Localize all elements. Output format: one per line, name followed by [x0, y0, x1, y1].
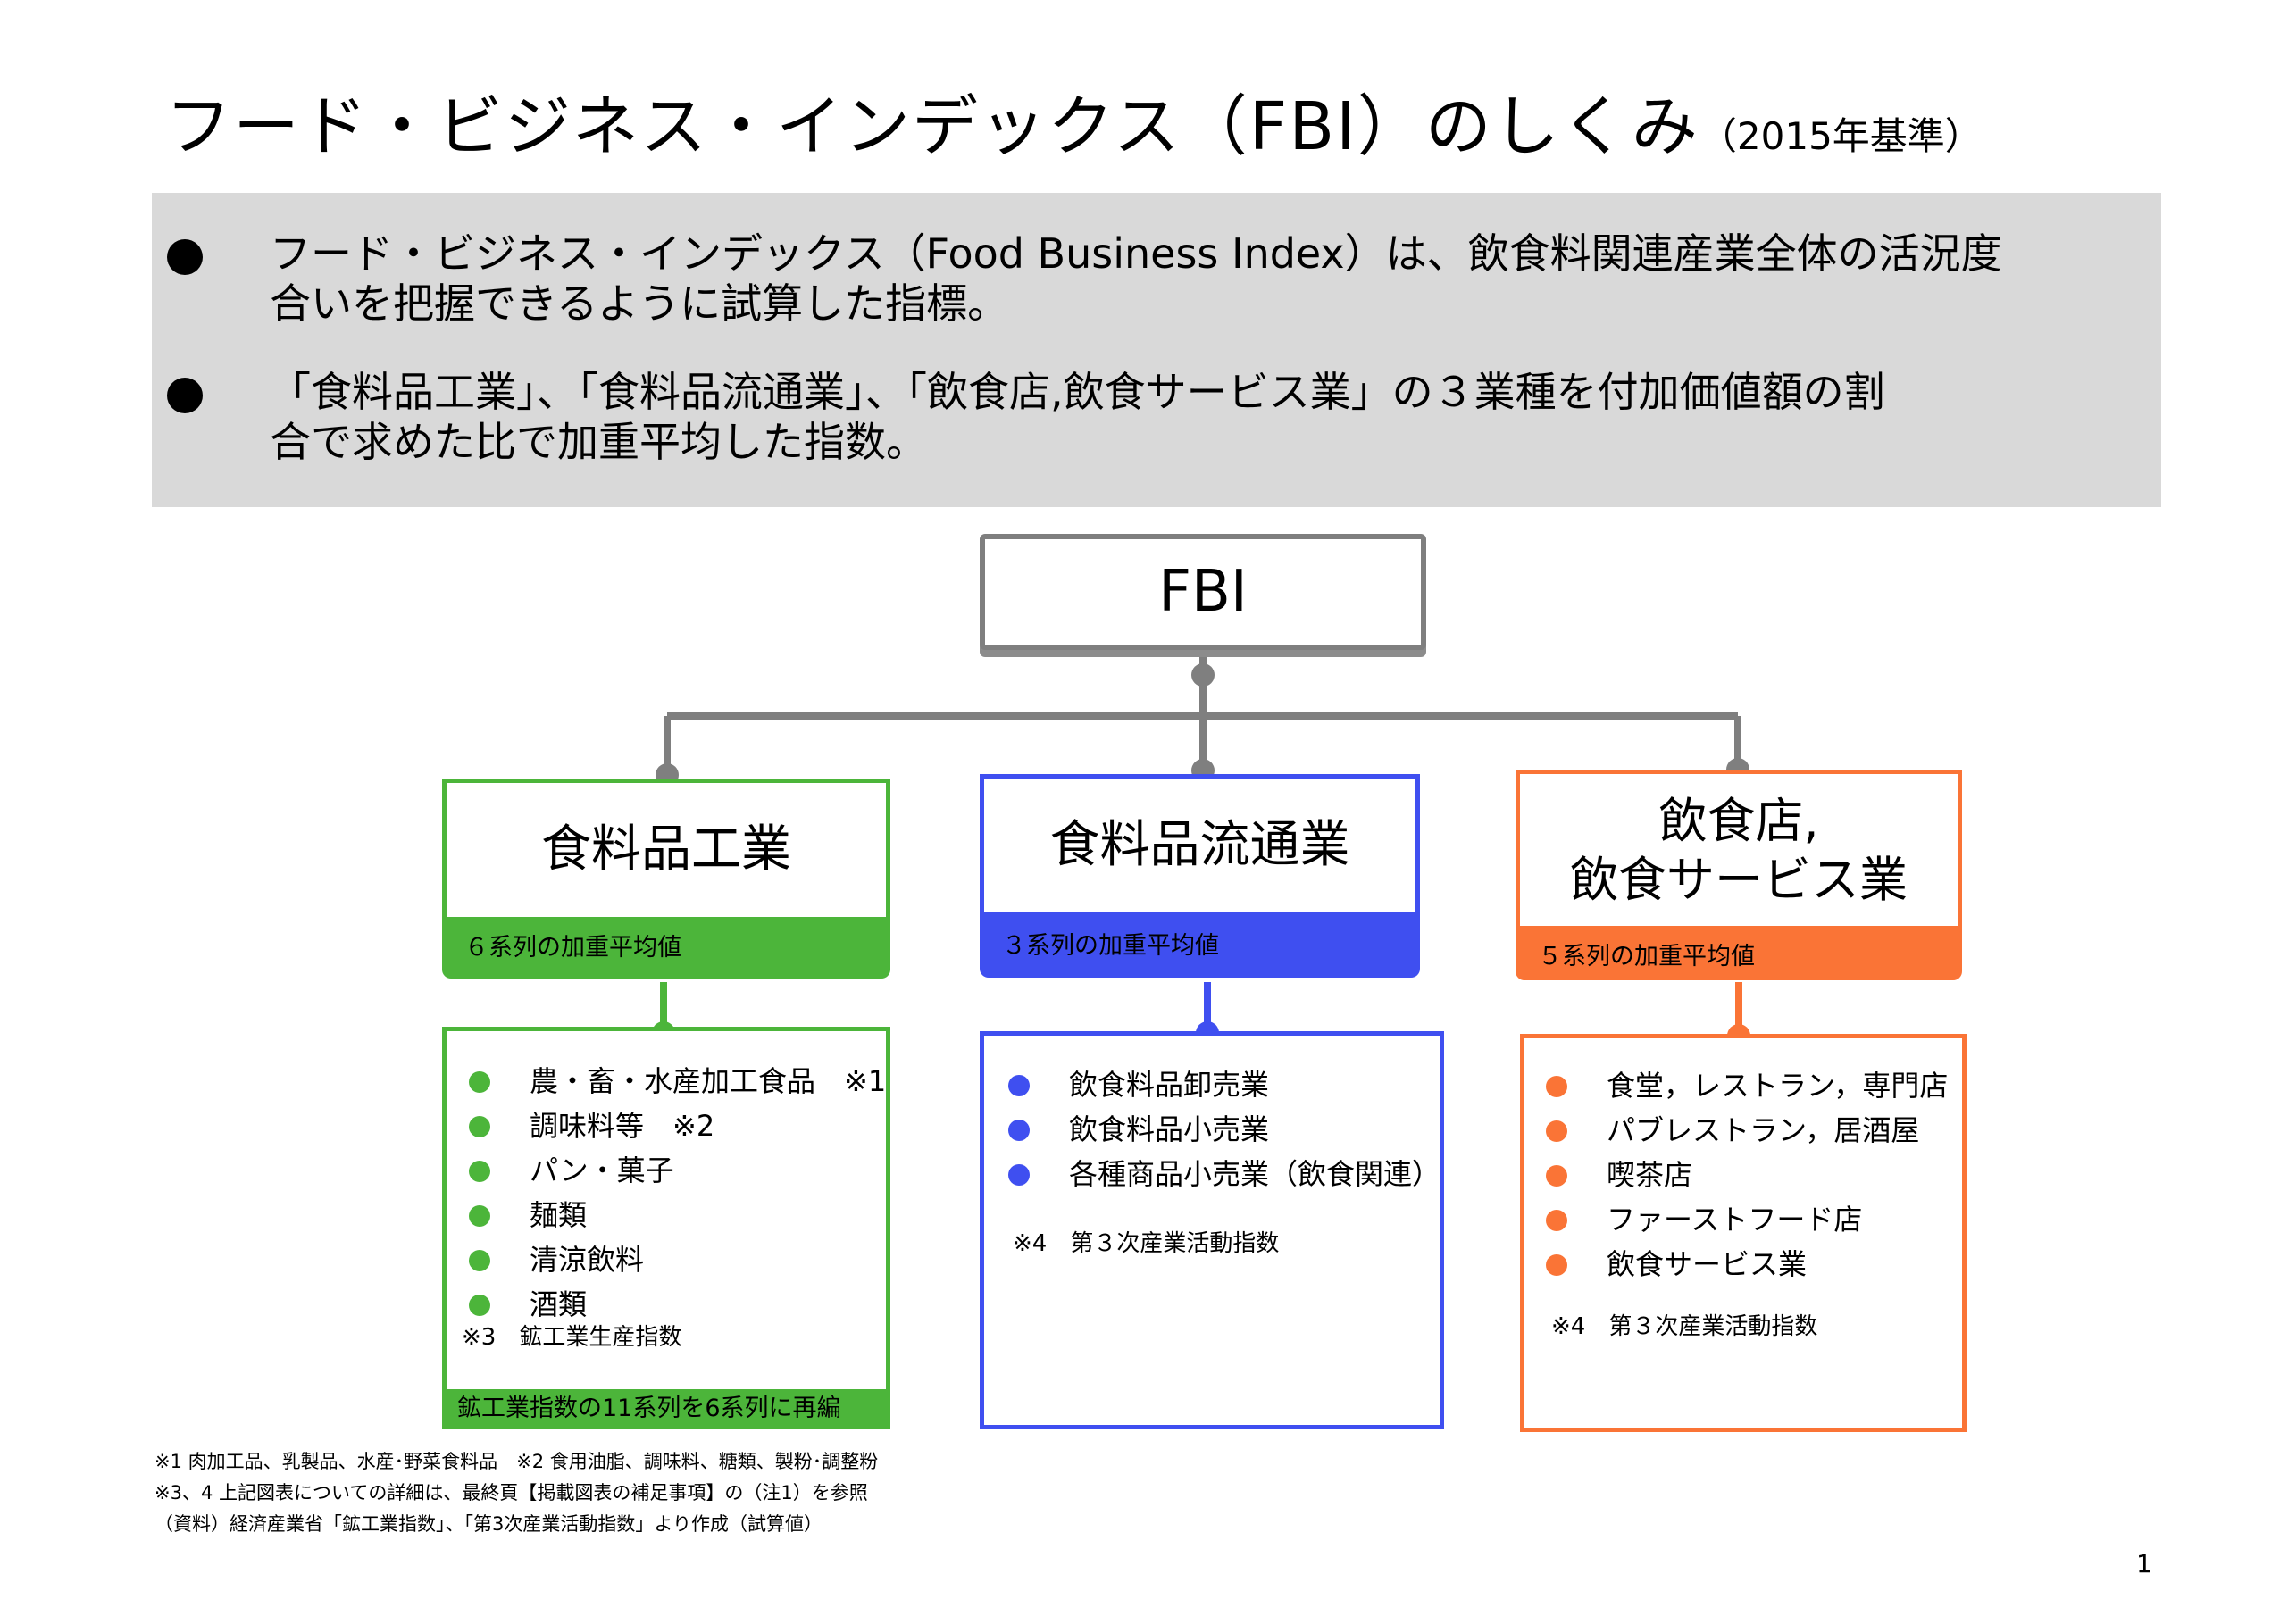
fbi-root-label: FBI — [1158, 559, 1248, 625]
category-band: ３系列の加重平均値 — [980, 917, 1420, 978]
bullet-dot-icon — [1546, 1120, 1567, 1142]
item-label: 食堂，レストラン，専門店 — [1607, 1069, 1949, 1103]
category-title: 飲食店, 飲食サービス業 — [1570, 793, 1908, 908]
series-list-food-industry: 農・畜・水産加工食品 ※1 調味料等 ※2 パン・菓子 麺類 清涼飲料 酒類 ※… — [442, 1027, 890, 1429]
bullet-dot-icon — [1008, 1120, 1030, 1141]
category-title: 食料品工業 — [541, 820, 791, 879]
bullet-dot-icon — [1008, 1164, 1030, 1186]
title-main: フード・ビジネス・インデックス（FBI）のしくみ — [165, 88, 1699, 165]
summary-box: フード・ビジネス・インデックス（Food Business Index）は、飲食… — [152, 193, 2161, 507]
category-box-restaurants: 飲食店, 飲食サービス業 — [1516, 770, 1962, 930]
category-title: 食料品流通業 — [1049, 816, 1350, 874]
bullet-dot-icon — [167, 239, 203, 275]
footnote: （資料）経済産業省「鉱工業指数」、「第3次産業活動指数」より作成（試算値） — [154, 1513, 823, 1535]
item-label: 清涼飲料 — [530, 1243, 645, 1277]
item-label: パブレストラン，居酒屋 — [1607, 1113, 1920, 1147]
page-number: 1 — [2136, 1549, 2152, 1578]
item-label: 各種商品小売業（飲食関連） — [1069, 1157, 1441, 1191]
bullet-dot-icon — [1546, 1076, 1567, 1097]
item-label: パン・菓子 — [530, 1153, 674, 1187]
footnote: ※1 肉加工品、乳製品、水産･野菜食料品 ※2 食用油脂、調味料、糖類、製粉･調… — [154, 1451, 879, 1472]
bullet-dot-icon — [469, 1161, 490, 1182]
item-label: 農・畜・水産加工食品 ※1 — [530, 1064, 887, 1098]
summary-text: 「食料品工業」、「食料品流通業」、「飲食店,飲食サービス業」の３業種を付加価値額… — [270, 368, 1885, 466]
source-note: ※4 第３次産業活動指数 — [1551, 1313, 1818, 1340]
series-list-restaurants: 食堂，レストラン，専門店 パブレストラン，居酒屋 喫茶店 ファーストフード店 飲… — [1520, 1034, 1967, 1432]
bullet-dot-icon — [469, 1205, 490, 1227]
title-sub: （2015年基準） — [1699, 114, 1983, 158]
item-label: 調味料等 ※2 — [530, 1109, 715, 1143]
item-label: 喫茶店 — [1607, 1158, 1693, 1192]
bullet-dot-icon — [469, 1071, 490, 1093]
footer-band: 鉱工業指数の11系列を6系列に再編 — [447, 1389, 886, 1429]
bullet-dot-icon — [469, 1116, 490, 1137]
bullet-dot-icon — [1546, 1165, 1567, 1187]
source-note: ※3 鉱工業生産指数 — [462, 1324, 682, 1351]
connector-node-root — [1191, 663, 1215, 687]
bullet-dot-icon — [469, 1250, 490, 1271]
page-title: フード・ビジネス・インデックス（FBI）のしくみ（2015年基準） — [165, 82, 1983, 181]
item-label: ファーストフード店 — [1607, 1203, 1863, 1237]
item-label: 飲食サービス業 — [1607, 1247, 1808, 1281]
bullet-dot-icon — [1546, 1254, 1567, 1276]
category-box-food-distribution: 食料品流通業 — [980, 774, 1420, 917]
summary-text: フード・ビジネス・インデックス（Food Business Index）は、飲食… — [270, 229, 2002, 328]
category-band: ６系列の加重平均値 — [442, 921, 890, 979]
item-label: 飲食料品小売業 — [1069, 1112, 1270, 1146]
bullet-dot-icon — [1008, 1075, 1030, 1096]
item-label: 飲食料品卸売業 — [1069, 1068, 1270, 1102]
bullet-dot-icon — [1546, 1210, 1567, 1231]
bullet-dot-icon — [167, 378, 203, 413]
source-note: ※4 第３次産業活動指数 — [1013, 1230, 1280, 1257]
fbi-root-box: FBI — [980, 534, 1426, 650]
item-label: 麺類 — [530, 1198, 588, 1232]
bullet-dot-icon — [469, 1295, 490, 1316]
category-box-food-industry: 食料品工業 — [442, 779, 890, 921]
category-band: ５系列の加重平均値 — [1516, 930, 1962, 980]
item-label: 酒類 — [530, 1287, 588, 1321]
series-list-food-distribution: 飲食料品卸売業 飲食料品小売業 各種商品小売業（飲食関連） ※4 第３次産業活動… — [980, 1031, 1444, 1429]
footnote: ※3、4 上記図表についての詳細は、最終頁【掲載図表の補足事項】の（注1）を参照 — [154, 1482, 868, 1503]
